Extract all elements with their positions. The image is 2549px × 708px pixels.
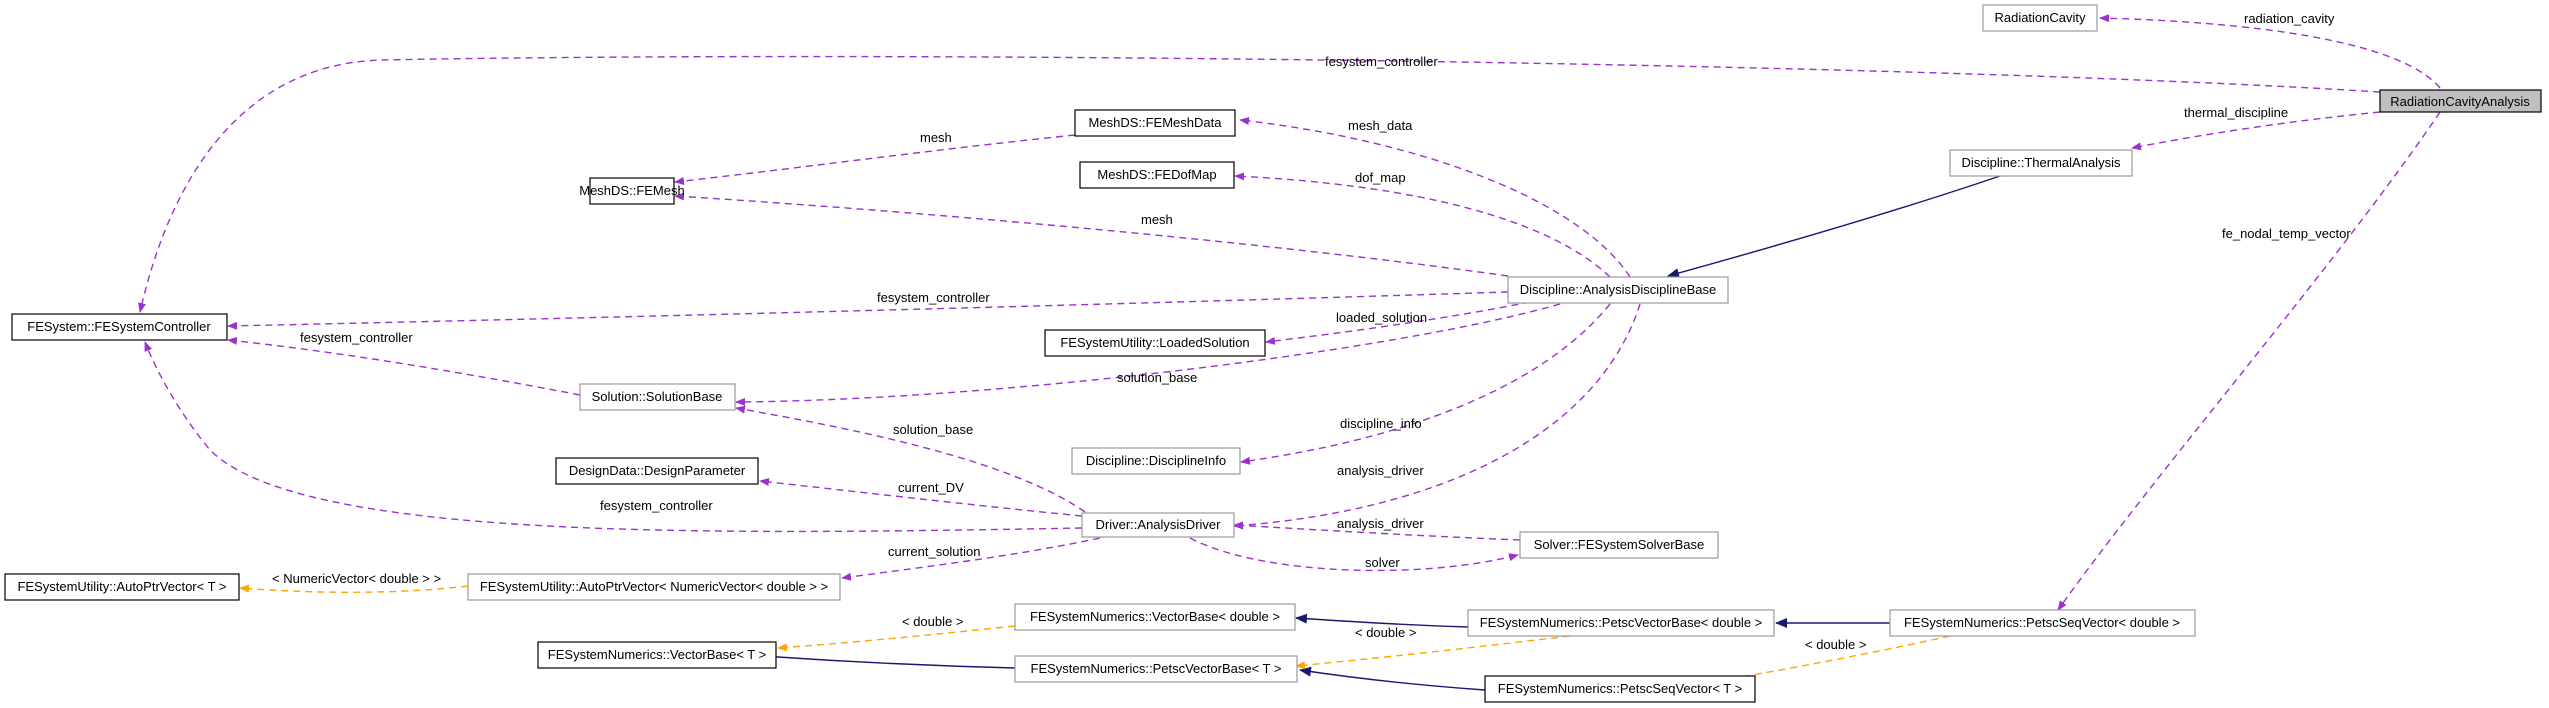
label-fesystem-controller-top: fesystem_controller — [1325, 54, 1438, 69]
edge-inherit-petsc-vector-base-t — [761, 651, 1016, 669]
label-discipline-info: discipline_info — [1340, 416, 1422, 431]
svg-text:FESystemUtility::AutoPtrVector: FESystemUtility::AutoPtrVector< T > — [17, 579, 226, 594]
label-mesh-data: mesh_data — [1348, 118, 1413, 133]
edge-radiation-cavity — [2099, 14, 2441, 89]
edge-analysis-driver-discipline — [1233, 303, 1641, 530]
label-thermal-discipline: thermal_discipline — [2184, 105, 2288, 120]
svg-text:FESystemUtility::LoadedSolutio: FESystemUtility::LoadedSolution — [1060, 335, 1249, 350]
label-solution-base-discipline: solution_base — [1117, 370, 1197, 385]
svg-text:Discipline::DisciplineInfo: Discipline::DisciplineInfo — [1086, 453, 1226, 468]
edge-fesystem-controller-top — [138, 55, 2381, 313]
label-analysis-driver-discipline: analysis_driver — [1337, 463, 1424, 478]
node-solution-base[interactable]: Solution::SolutionBase — [579, 383, 736, 411]
node-loaded-solution[interactable]: FESystemUtility::LoadedSolution — [1044, 329, 1266, 357]
svg-text:FESystemNumerics::PetscVectorB: FESystemNumerics::PetscVectorBase< doubl… — [1480, 615, 1763, 630]
node-petsc-seq-vector-double[interactable]: FESystemNumerics::PetscSeqVector< double… — [1889, 609, 2196, 637]
edge-inherit-petsc-seq-vector-t — [1299, 666, 1486, 691]
label-mesh-discipline: mesh — [1141, 212, 1173, 227]
edge-current-solution — [841, 537, 1101, 581]
edge-loaded-solution — [1265, 301, 1531, 345]
edge-solution-base-driver — [735, 405, 1086, 513]
node-radiation-cavity-analysis[interactable]: RadiationCavityAnalysis — [2379, 89, 2542, 113]
edge-dof-map — [1234, 172, 1611, 278]
svg-text:RadiationCavityAnalysis: RadiationCavityAnalysis — [2390, 94, 2530, 109]
node-fesystem-controller[interactable]: FESystem::FESystemController — [11, 313, 228, 341]
svg-text:FESystemNumerics::PetscVectorB: FESystemNumerics::PetscVectorBase< T > — [1031, 661, 1282, 676]
label-dof-map: dof_map — [1355, 170, 1406, 185]
label-fe-nodal-temp-vector: fe_nodal_temp_vector — [2222, 226, 2351, 241]
svg-text:RadiationCavity: RadiationCavity — [1994, 10, 2086, 25]
svg-text:Solver::FESystemSolverBase: Solver::FESystemSolverBase — [1534, 537, 1705, 552]
label-double-vector-base: < double > — [902, 614, 963, 629]
svg-text:FESystemNumerics::PetscSeqVect: FESystemNumerics::PetscSeqVector< double… — [1904, 615, 2180, 630]
svg-text:FESystemNumerics::PetscSeqVect: FESystemNumerics::PetscSeqVector< T > — [1498, 681, 1742, 696]
label-mesh-top: mesh — [920, 130, 952, 145]
label-double-petsc-seq-vector: < double > — [1805, 637, 1866, 652]
node-analysis-discipline-base[interactable]: Discipline::AnalysisDisciplineBase — [1507, 276, 1729, 304]
label-loaded-solution: loaded_solution — [1336, 310, 1427, 325]
svg-text:MeshDS::FEMeshData: MeshDS::FEMeshData — [1089, 115, 1223, 130]
node-fe-mesh-data[interactable]: MeshDS::FEMeshData — [1074, 109, 1236, 137]
svg-text:Solution::SolutionBase: Solution::SolutionBase — [592, 389, 723, 404]
edge-mesh-top — [674, 134, 1076, 185]
edge-fesystem-controller-discipline — [227, 291, 1509, 330]
node-fe-dof-map[interactable]: MeshDS::FEDofMap — [1079, 161, 1235, 189]
edge-template-vector-base-double — [777, 625, 1016, 652]
node-discipline-info[interactable]: Discipline::DisciplineInfo — [1071, 447, 1241, 475]
node-vector-base-double[interactable]: FESystemNumerics::VectorBase< double > — [1014, 603, 1296, 631]
edge-mesh-data — [1239, 117, 1631, 278]
svg-text:Discipline::AnalysisDiscipline: Discipline::AnalysisDisciplineBase — [1520, 282, 1717, 297]
svg-text:MeshDS::FEDofMap: MeshDS::FEDofMap — [1097, 167, 1216, 182]
node-analysis-driver[interactable]: Driver::AnalysisDriver — [1081, 512, 1235, 538]
label-radiation-cavity: radiation_cavity — [2244, 11, 2335, 26]
edge-inherit-vector-base-double — [1295, 613, 1469, 628]
edge-solver — [1189, 537, 1519, 572]
svg-text:FESystemUtility::AutoPtrVector: FESystemUtility::AutoPtrVector< NumericV… — [480, 579, 828, 594]
node-radiation-cavity[interactable]: RadiationCavity — [1982, 4, 2098, 32]
label-numeric-vector-double: < NumericVector< double > > — [272, 571, 441, 586]
svg-text:Driver::AnalysisDriver: Driver::AnalysisDriver — [1096, 517, 1222, 532]
node-petsc-seq-vector-t[interactable]: FESystemNumerics::PetscSeqVector< T > — [1484, 675, 1756, 703]
edge-solution-base-discipline — [735, 303, 1561, 406]
node-fe-mesh[interactable]: MeshDS::FEMesh — [579, 177, 685, 205]
edge-analysis-driver-solver — [1233, 521, 1521, 541]
label-solution-base-driver: solution_base — [893, 422, 973, 437]
node-auto-ptr-vector-numeric[interactable]: FESystemUtility::AutoPtrVector< NumericV… — [467, 573, 841, 601]
node-thermal-analysis[interactable]: Discipline::ThermalAnalysis — [1949, 149, 2133, 177]
label-fesystem-controller-discipline: fesystem_controller — [877, 290, 990, 305]
node-vector-base-t[interactable]: FESystemNumerics::VectorBase< T > — [537, 641, 777, 669]
label-solver: solver — [1365, 555, 1400, 570]
edge-template-numeric-vector — [239, 584, 469, 593]
edge-mesh-discipline — [674, 192, 1509, 277]
svg-text:Discipline::ThermalAnalysis: Discipline::ThermalAnalysis — [1962, 155, 2121, 170]
label-double-petsc-vector-base: < double > — [1355, 625, 1416, 640]
edge-discipline-info — [1240, 303, 1611, 465]
label-current-solution: current_solution — [888, 544, 981, 559]
edge-inherit-thermal-analysis — [1667, 175, 2001, 278]
edge-fesystem-controller-solution — [227, 336, 581, 396]
node-petsc-vector-base-double[interactable]: FESystemNumerics::PetscVectorBase< doubl… — [1467, 609, 1775, 637]
label-fesystem-controller-solution: fesystem_controller — [300, 330, 413, 345]
edge-thermal-discipline — [2131, 111, 2381, 151]
svg-text:FESystemNumerics::VectorBase<: FESystemNumerics::VectorBase< double > — [1030, 609, 1280, 624]
node-petsc-vector-base-t[interactable]: FESystemNumerics::PetscVectorBase< T > — [1014, 655, 1298, 683]
edge-template-petsc-vector-base-double — [1295, 635, 1571, 670]
svg-text:FESystemNumerics::VectorBase<: FESystemNumerics::VectorBase< T > — [548, 647, 766, 662]
edge-fe-nodal-temp-vector — [2057, 111, 2441, 611]
edge-fesystem-controller-driver — [144, 341, 1083, 533]
label-fesystem-controller-driver: fesystem_controller — [600, 498, 713, 513]
node-design-parameter[interactable]: DesignData::DesignParameter — [555, 457, 759, 485]
node-solver-base[interactable]: Solver::FESystemSolverBase — [1519, 531, 1719, 559]
svg-text:DesignData::DesignParameter: DesignData::DesignParameter — [569, 463, 746, 478]
node-auto-ptr-vector-t[interactable]: FESystemUtility::AutoPtrVector< T > — [4, 573, 240, 601]
label-current-dv: current_DV — [898, 480, 964, 495]
svg-text:FESystem::FESystemController: FESystem::FESystemController — [27, 319, 211, 334]
label-analysis-driver-solver: analysis_driver — [1337, 516, 1424, 531]
svg-text:MeshDS::FEMesh: MeshDS::FEMesh — [579, 183, 684, 198]
